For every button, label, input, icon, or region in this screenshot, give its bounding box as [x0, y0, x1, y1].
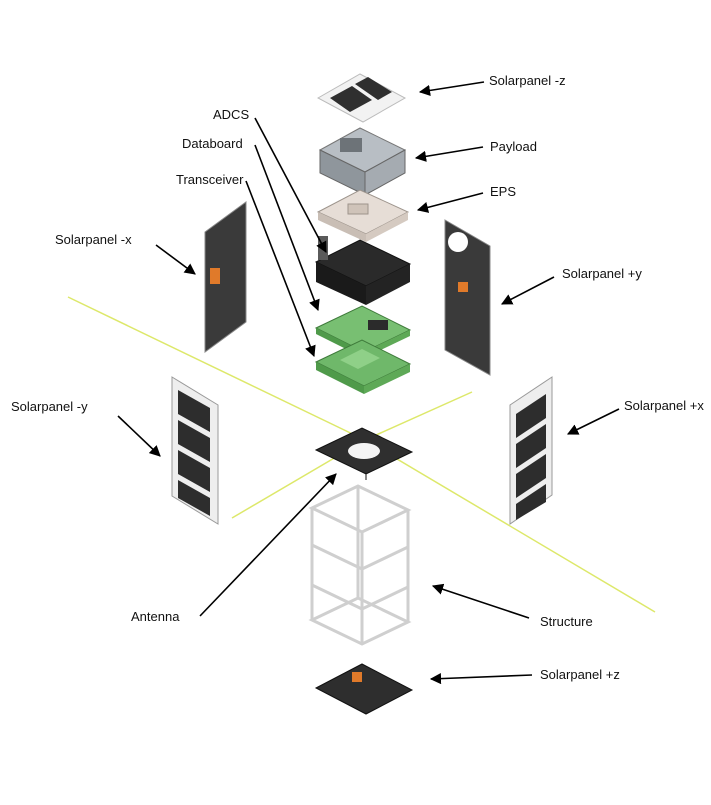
label-solarpanel-minus-x: Solarpanel -x: [55, 232, 132, 247]
antenna-plate: [314, 427, 414, 480]
transceiver-board: [314, 339, 412, 394]
adcs-module: [314, 236, 412, 305]
label-payload: Payload: [490, 139, 537, 154]
label-structure: Structure: [540, 614, 593, 629]
arrow-solar-minus-x: [155, 244, 196, 275]
label-transceiver: Transceiver: [176, 172, 244, 187]
arrow-databoard: [254, 144, 320, 312]
solarpanel-minus-y: [171, 376, 219, 525]
arrow-solar-plus-y: [501, 276, 555, 305]
label-databoard: Databoard: [182, 136, 243, 151]
arrow-solar-plus-z: [429, 673, 533, 685]
arrow-transceiver: [245, 180, 316, 358]
label-solarpanel-plus-x: Solarpanel +x: [624, 398, 704, 413]
structure-frame: [308, 484, 412, 646]
label-solarpanel-minus-y: Solarpanel -y: [11, 399, 88, 414]
label-eps: EPS: [490, 184, 517, 199]
payload-module: [318, 127, 407, 196]
arrow-eps: [416, 192, 484, 213]
solarpanel-plus-y: [444, 219, 491, 376]
label-solarpanel-plus-z: Solarpanel +z: [540, 667, 620, 682]
arrow-structure: [431, 583, 530, 619]
label-solarpanel-minus-z: Solarpanel -z: [489, 73, 566, 88]
solarpanel-plus-x: [509, 376, 553, 525]
solarpanel-minus-z: [316, 73, 407, 123]
arrow-adcs: [254, 117, 327, 253]
arrow-payload: [414, 146, 484, 162]
label-solarpanel-plus-y: Solarpanel +y: [562, 266, 642, 281]
solarpanel-minus-x: [204, 201, 247, 353]
label-adcs: ADCS: [213, 107, 250, 122]
arrow-antenna: [199, 473, 337, 617]
solarpanel-plus-z: [314, 663, 414, 715]
callout-arrows: [117, 81, 620, 685]
arrow-solar-minus-y: [117, 415, 161, 457]
arrow-solar-plus-x: [566, 408, 620, 435]
axis-lines: [67, 296, 656, 613]
arrow-solar-minus-z: [418, 81, 485, 96]
label-antenna: Antenna: [131, 609, 180, 624]
eps-board: [316, 189, 410, 242]
